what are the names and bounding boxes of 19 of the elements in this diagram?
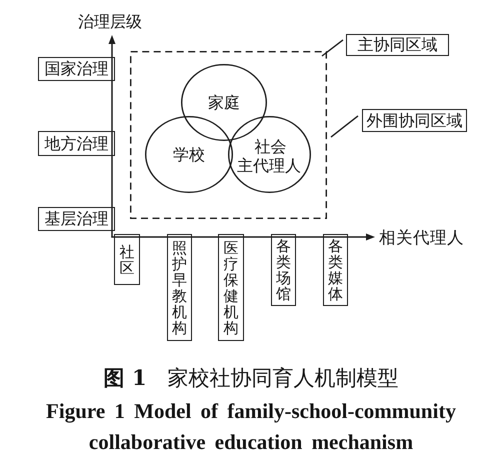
vertical-label-box: 医疗保健机构	[218, 234, 244, 341]
figure-caption: Figure 1 Model of family-school-community collaborative education mechanism	[46, 398, 456, 456]
vertical-label-box: 各类场馆	[271, 234, 296, 306]
venn-circle: 学校	[145, 116, 233, 193]
figure-caption: 图 1 家校社协同育人机制模型	[104, 367, 398, 389]
leader-line	[322, 39, 344, 57]
level-label-box: 地方治理	[38, 131, 115, 156]
vertical-label-box: 照护早教机构	[167, 234, 192, 341]
level-label-box: 国家治理	[38, 57, 115, 81]
venn-circle: 社会主代理人	[228, 116, 311, 193]
dashed-region-box	[130, 51, 327, 219]
leader-line	[330, 115, 358, 138]
callout-box: 外围协同区域	[362, 109, 467, 132]
axis-title: 相关代理人	[379, 230, 464, 246]
level-label-box: 基层治理	[38, 207, 115, 231]
axis-title: 治理层级	[78, 14, 142, 30]
callout-box: 主协同区域	[346, 34, 449, 56]
vertical-label-box: 各类媒体	[323, 234, 348, 306]
vertical-label-box: 社区	[114, 234, 140, 285]
